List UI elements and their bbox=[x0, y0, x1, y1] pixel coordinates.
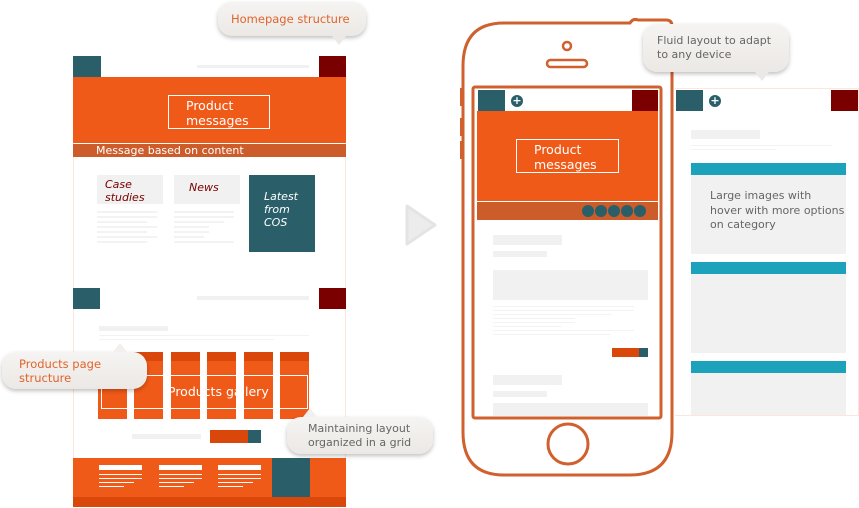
latest-from-cos-card: Latest from COS bbox=[249, 175, 315, 252]
divider bbox=[691, 145, 832, 146]
hero-banner bbox=[73, 77, 346, 143]
slider-dot[interactable] bbox=[621, 205, 633, 217]
read-more-button bbox=[612, 348, 639, 357]
callout-homepage-structure: Homepage structure bbox=[218, 2, 366, 36]
footer-teal-block bbox=[272, 458, 310, 497]
footer-bottom-strip bbox=[73, 497, 346, 507]
product-column bbox=[207, 352, 236, 419]
image-placeholder bbox=[493, 270, 648, 300]
category-card[interactable] bbox=[691, 361, 846, 415]
product-grid bbox=[98, 352, 310, 419]
callout-text: Maintaining layout organized in a grid bbox=[308, 421, 412, 449]
load-more-button-end bbox=[248, 430, 261, 443]
card-text-lines bbox=[97, 211, 157, 243]
nav-placeholder bbox=[197, 65, 309, 68]
footer-column bbox=[99, 465, 142, 487]
hero-message-box: Product messages bbox=[516, 139, 619, 173]
subtitle-placeholder bbox=[493, 391, 547, 397]
plus-icon[interactable]: + bbox=[511, 94, 523, 107]
pagination-placeholder bbox=[132, 434, 201, 439]
title-placeholder bbox=[493, 235, 562, 245]
logo-block bbox=[73, 288, 100, 309]
image-placeholder bbox=[493, 403, 648, 416]
product-column bbox=[244, 352, 273, 419]
product-column bbox=[280, 352, 309, 419]
slider-dot[interactable] bbox=[582, 205, 594, 217]
slider-dot[interactable] bbox=[634, 205, 646, 217]
callout-grid-layout: Maintaining layout organized in a grid bbox=[287, 417, 433, 454]
category-card[interactable] bbox=[691, 262, 846, 353]
text-lines bbox=[493, 306, 634, 335]
divider bbox=[99, 335, 309, 336]
product-column bbox=[171, 352, 200, 419]
footer-column bbox=[218, 465, 261, 487]
play-arrow-icon bbox=[405, 204, 437, 246]
divider bbox=[99, 339, 274, 340]
footer-column bbox=[159, 465, 202, 487]
title-placeholder bbox=[493, 375, 562, 385]
callout-text: Products page structure bbox=[19, 356, 102, 385]
plus-icon[interactable]: + bbox=[709, 94, 721, 107]
load-more-button bbox=[210, 430, 248, 443]
callout-text: Homepage structure bbox=[231, 12, 350, 26]
subtitle-placeholder bbox=[493, 251, 547, 257]
hero-banner bbox=[477, 111, 658, 201]
slider-dot[interactable] bbox=[595, 205, 607, 217]
menu-block bbox=[319, 288, 346, 309]
card-text-lines bbox=[174, 211, 234, 246]
menu-block bbox=[632, 90, 658, 111]
callout-pointer bbox=[755, 72, 769, 81]
callout-pointer bbox=[113, 343, 127, 352]
news-card: News bbox=[174, 175, 240, 204]
homepage-wireframe bbox=[73, 56, 346, 266]
logo-block bbox=[478, 90, 505, 111]
callout-pointer bbox=[303, 408, 317, 417]
menu-block bbox=[831, 90, 858, 111]
logo-block bbox=[676, 90, 703, 111]
slider-dot[interactable] bbox=[608, 205, 620, 217]
title-placeholder bbox=[691, 130, 760, 139]
content-message-strip: Message based on content bbox=[73, 144, 346, 157]
callout-pointer bbox=[332, 36, 346, 45]
hero-message-box: Product messages bbox=[168, 95, 270, 129]
menu-block bbox=[319, 56, 346, 77]
nav-placeholder bbox=[197, 296, 309, 300]
callout-products-page-structure: Products page structure bbox=[2, 352, 147, 389]
read-more-button-end bbox=[639, 348, 648, 357]
category-card[interactable]: Large images with hover with more option… bbox=[691, 163, 846, 254]
products-gallery-box: Products gallery bbox=[101, 375, 308, 409]
callout-text: Fluid layout to adapt to any device bbox=[657, 34, 772, 61]
title-placeholder bbox=[99, 326, 168, 331]
logo-block bbox=[73, 56, 101, 77]
callout-fluid-layout: Fluid layout to adapt to any device bbox=[643, 24, 789, 72]
slider-strip bbox=[477, 202, 658, 220]
divider bbox=[691, 149, 776, 150]
case-studies-card: Case studies bbox=[97, 175, 163, 204]
